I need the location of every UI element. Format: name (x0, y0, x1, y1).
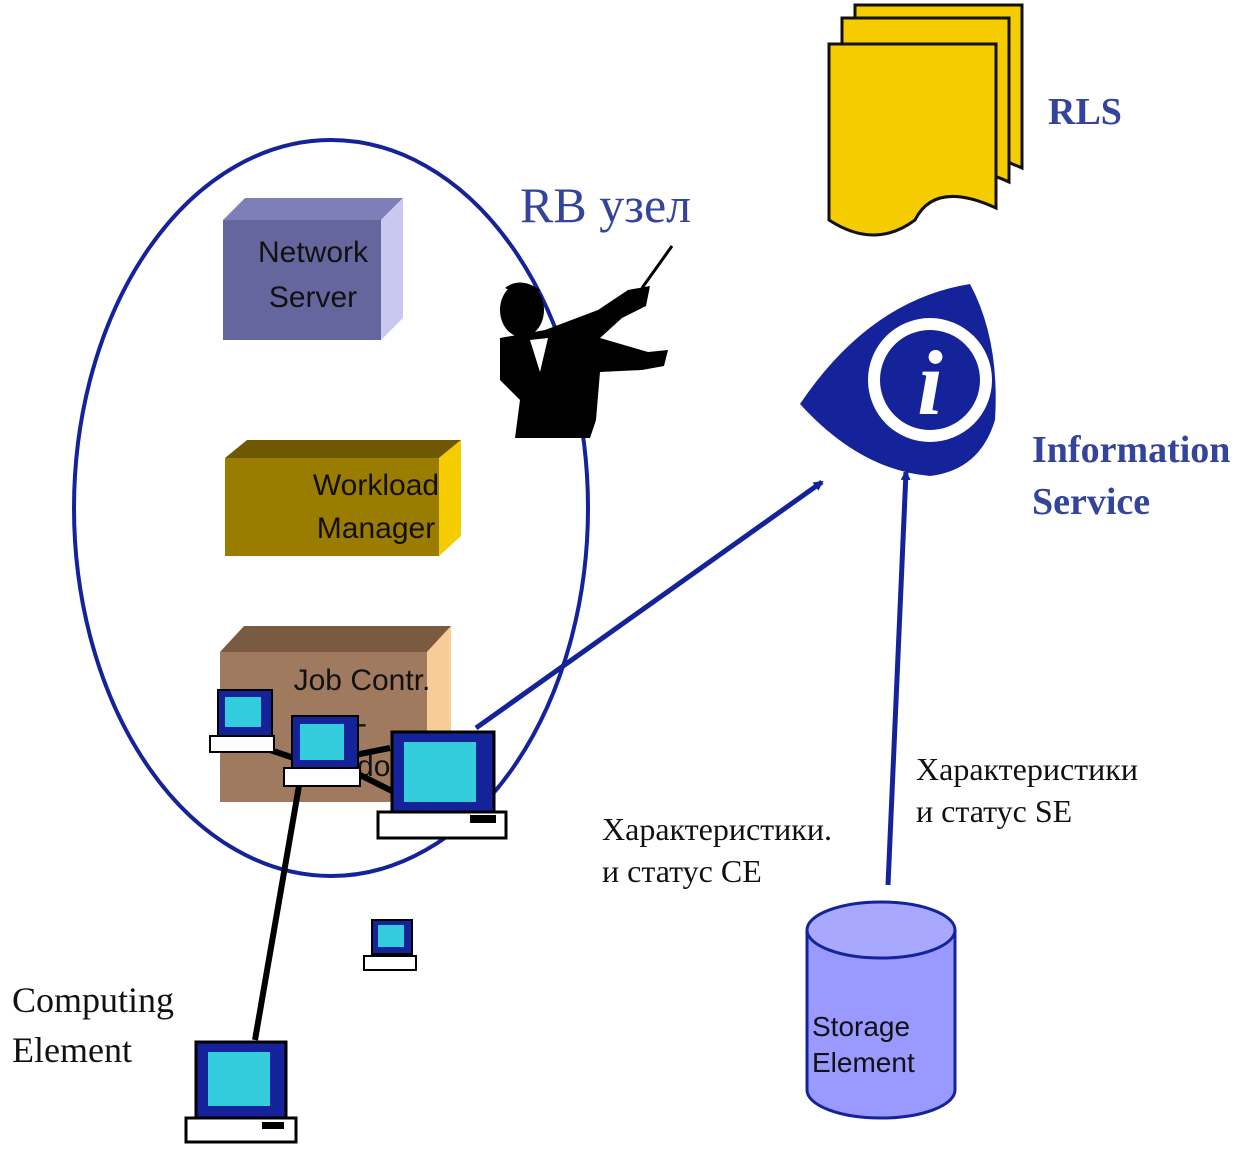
workload-manager-line2: Manager (317, 512, 435, 545)
job-controller-line2: - (357, 707, 367, 740)
storage-element-line1: Storage (812, 1011, 910, 1042)
computer-medium (283, 715, 361, 787)
computer-network-icon (184, 689, 508, 1144)
workload-manager-box: Workload Manager (225, 440, 461, 556)
se-to-is-arrow (885, 470, 911, 886)
information-service-icon: i (800, 284, 996, 476)
ce-arrow-label-line2: и статус CE (602, 853, 762, 889)
se-arrow-label-line2: и статус SE (916, 793, 1072, 829)
rls-label: RLS (1048, 91, 1122, 133)
se-arrow-label-line1: Характеристики (916, 751, 1138, 787)
ce-to-is-arrow (474, 479, 824, 731)
ce-arrow-label-line1: Характеристики. (602, 811, 832, 847)
job-controller-line1: Job Contr. (294, 664, 431, 697)
network-server-line1: Network (258, 236, 369, 269)
computing-element-line1: Computing (12, 980, 174, 1020)
storage-element-cylinder (805, 900, 957, 1120)
network-server-box: Network Server (223, 198, 403, 340)
computing-element-line2: Element (12, 1030, 132, 1070)
computer-bottom (184, 1040, 298, 1144)
info-icon-letter: i (917, 332, 943, 434)
rb-node-ellipse (72, 138, 590, 878)
information-service-line2: Service (1032, 481, 1150, 523)
computer-large (376, 730, 508, 840)
computer-small-1 (363, 919, 418, 971)
computer-small-2 (209, 689, 275, 753)
network-server-line2: Server (269, 281, 357, 314)
information-service-line1: Information (1032, 429, 1230, 471)
rb-node-title: RB узел (520, 177, 691, 233)
workload-manager-line1: Workload (313, 469, 439, 502)
storage-element-line2: Element (812, 1047, 915, 1078)
conductor-icon (500, 245, 674, 438)
rls-document-stack-icon (827, 3, 1024, 237)
